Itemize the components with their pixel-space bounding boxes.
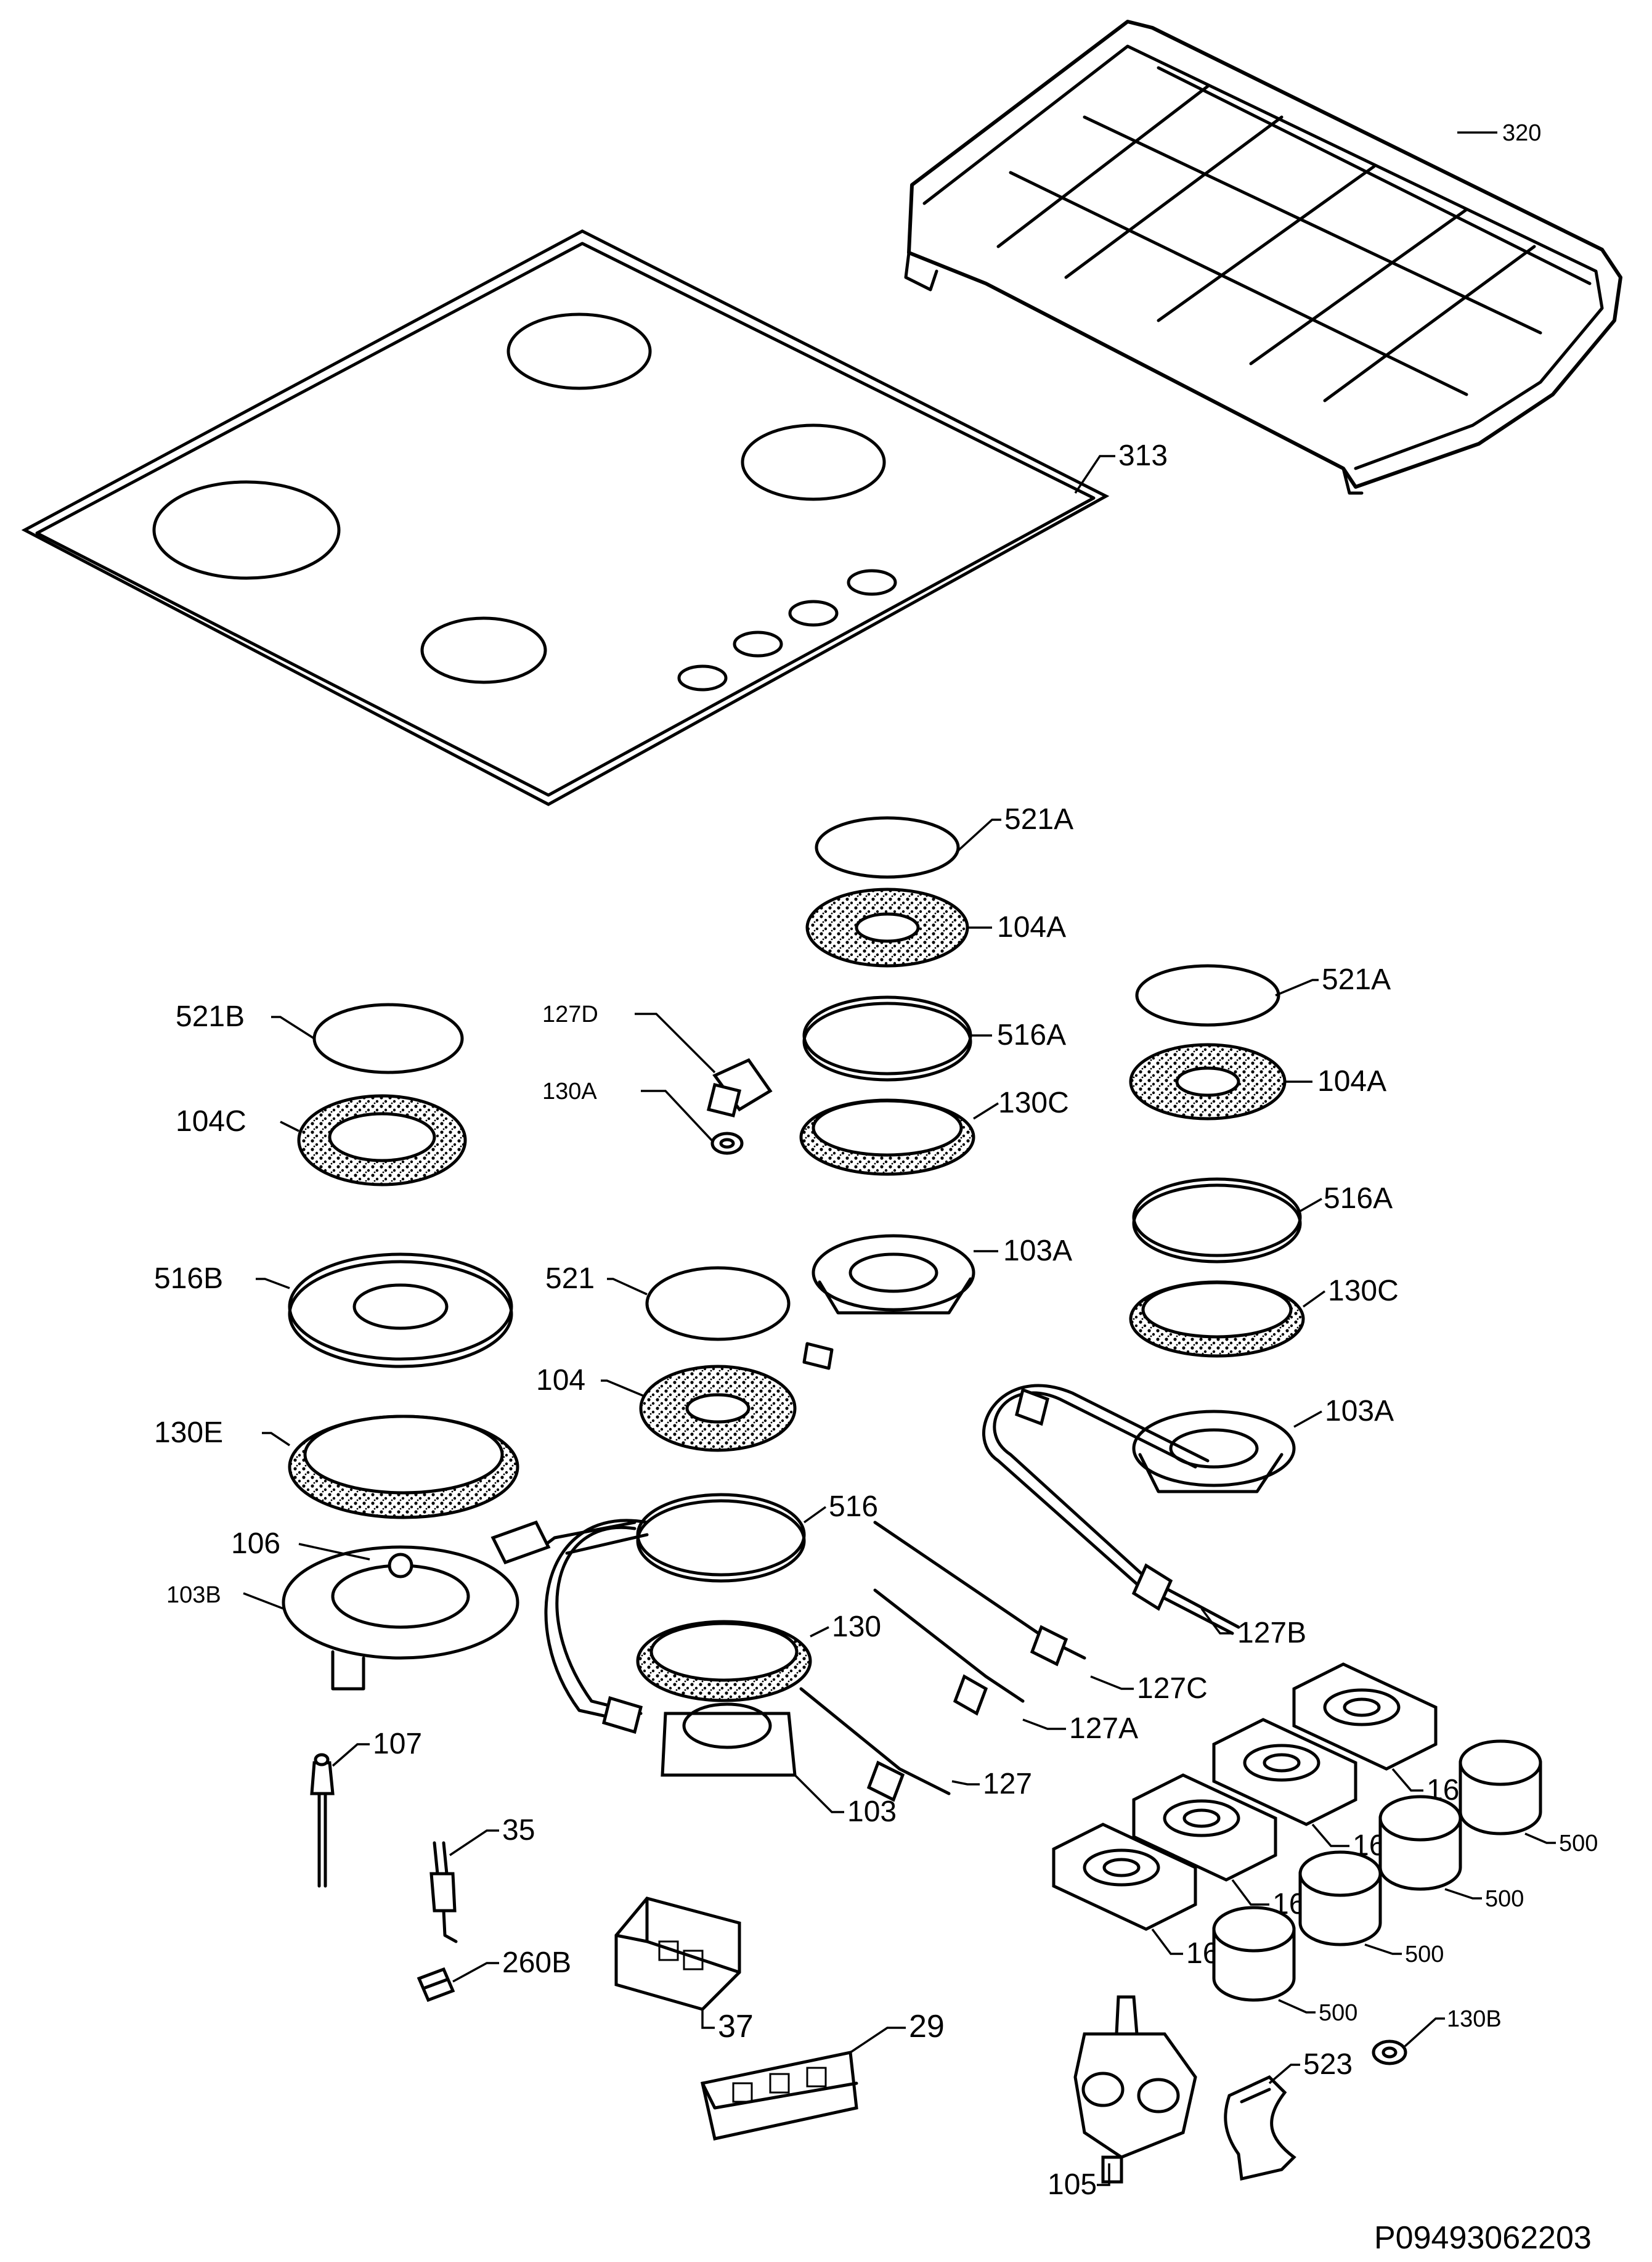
- label-127C: 127C: [1137, 1672, 1208, 1705]
- label-521A-2: 521A: [1322, 963, 1391, 996]
- label-37: 37: [718, 2009, 754, 2044]
- label-107: 107: [373, 1728, 422, 1760]
- control-knobs-500: [1212, 1739, 1542, 2002]
- label-104C: 104C: [176, 1105, 246, 1138]
- label-104A-1: 104A: [997, 911, 1066, 944]
- burner-stack-right: [1129, 964, 1305, 1493]
- label-127D: 127D: [542, 1002, 598, 1027]
- ignition-plug-35: [429, 1841, 458, 1943]
- label-103B: 103B: [166, 1582, 221, 1608]
- label-103A-1: 103A: [1003, 1235, 1072, 1267]
- thermocouple-107: [310, 1753, 335, 1888]
- label-500-2: 500: [1405, 1941, 1444, 1967]
- label-127A: 127A: [1069, 1712, 1138, 1745]
- label-104A-2: 104A: [1317, 1065, 1386, 1098]
- label-500-4: 500: [1559, 1831, 1598, 1856]
- label-103A-2: 103A: [1325, 1395, 1394, 1427]
- label-130C-2: 130C: [1328, 1275, 1399, 1307]
- label-521: 521: [545, 1262, 595, 1295]
- label-104: 104: [536, 1364, 585, 1397]
- label-130B: 130B: [1447, 2006, 1502, 2032]
- label-500-1: 500: [1319, 2000, 1357, 2026]
- label-521A-1: 521A: [1004, 803, 1073, 836]
- label-500-3: 500: [1485, 1886, 1524, 1912]
- nut-130B: [1372, 2039, 1407, 2065]
- label-313: 313: [1118, 439, 1168, 472]
- label-521B: 521B: [176, 1000, 245, 1033]
- label-320: 320: [1502, 120, 1541, 146]
- gas-pipes: [490, 1384, 1240, 1802]
- burner-stack-left: [282, 1003, 519, 1691]
- hob-top-plate: [21, 229, 1110, 806]
- label-29: 29: [909, 2009, 945, 2044]
- label-103: 103: [847, 1795, 897, 1828]
- label-130A: 130A: [542, 1079, 597, 1104]
- pan-support-grate: [904, 20, 1622, 495]
- label-35: 35: [502, 1814, 535, 1847]
- label-516B: 516B: [154, 1262, 223, 1295]
- label-105: 105: [1048, 2168, 1097, 2201]
- label-127B: 127B: [1237, 1617, 1306, 1649]
- drawing-code: P09493062203: [1374, 2220, 1592, 2256]
- label-260B: 260B: [502, 1946, 571, 1979]
- elbow-connector-127D: [706, 1058, 773, 1155]
- label-523: 523: [1303, 2048, 1353, 2081]
- burner-stack-center: [636, 1266, 812, 1777]
- gas-valve-105: [1073, 1995, 1197, 2184]
- ignition-switch-37: [614, 1897, 741, 2011]
- label-130C-1: 130C: [998, 1087, 1069, 1119]
- burner-stack-top-center: [799, 816, 975, 1370]
- label-130E: 130E: [154, 1416, 223, 1449]
- gas-taps-16: [1052, 1662, 1438, 1931]
- label-516A-2: 516A: [1324, 1182, 1393, 1215]
- label-106: 106: [231, 1527, 280, 1560]
- label-127: 127: [983, 1768, 1032, 1800]
- label-516: 516: [829, 1490, 878, 1523]
- clip-260B: [417, 1967, 455, 2003]
- label-516A-1: 516A: [997, 1019, 1066, 1051]
- label-130: 130: [832, 1611, 881, 1643]
- bracket-523: [1224, 2075, 1296, 2181]
- ignition-generator-29: [701, 2050, 858, 2141]
